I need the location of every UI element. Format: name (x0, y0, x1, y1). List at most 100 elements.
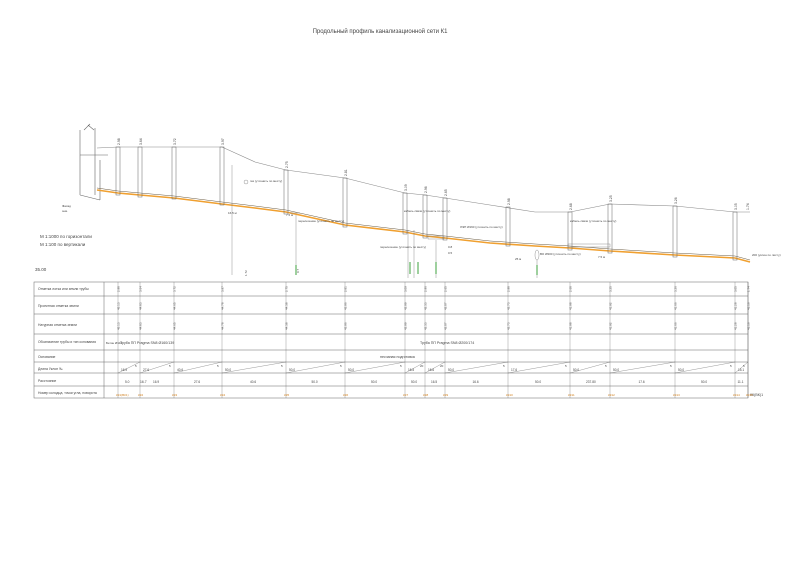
row-label-8: Номер колодца, точки угла, поворота (38, 391, 97, 395)
well-top-9: 2.65 (444, 189, 448, 196)
dist-4: 7.5 м (598, 255, 605, 259)
segment-slope: 5 (135, 364, 137, 368)
table-cell-elevation: 44.65 (173, 302, 177, 310)
table-cell-elevation: 3.72 (173, 286, 177, 292)
slope-diagonal (569, 361, 611, 374)
slope-diagonal (285, 361, 346, 374)
table-cell-elevation: 42.99 (404, 322, 408, 330)
base-left: Бетон Ø110 (106, 341, 122, 345)
segment-distance: 50.0 (411, 380, 417, 384)
base-text: песчаная подготовка (380, 355, 415, 359)
slope-diagonal (507, 361, 571, 374)
table-cell-elevation: 45.13 (117, 302, 121, 310)
segment-length: 16.5 (408, 368, 414, 372)
segment-length: 50.0 (573, 368, 579, 372)
table-cell-elevation: 2.75 (285, 286, 289, 292)
well-top-10: 2.98 (507, 198, 511, 205)
table-cell-elevation: 3.05 (734, 286, 738, 292)
intersect-label-1: пересечение (уточнить по месту) (298, 219, 344, 223)
table-cell-elevation: 44.65 (173, 322, 177, 330)
row-label-7: Расстояние (38, 379, 56, 383)
segment-length: 27.6 (143, 368, 149, 372)
pipe-label: ВО Ø300 (уточнить по месту) (540, 252, 581, 256)
crossings (231, 165, 611, 278)
segment-length: 50.0 (448, 368, 454, 372)
well-label: КК4 (220, 393, 225, 397)
scale-vertical: М 1:100 по вертикали (40, 242, 86, 247)
segment-distance: 16.9 (153, 380, 159, 384)
row-label-5: Основание (38, 355, 56, 359)
segment-length: 16.9 (121, 368, 127, 372)
segment-slope: 5 (743, 364, 745, 368)
dist-2: 7.5 м (286, 213, 293, 217)
table-cell-elevation: 41.98 (569, 302, 573, 310)
datum-level: 35.00 (35, 267, 47, 272)
well-top-1: 2.98 (117, 138, 121, 145)
well-label: КК13 (673, 393, 680, 397)
well-label: КК3 (172, 393, 177, 397)
segment-slope: 20 (420, 364, 424, 368)
row-label-2: Проектная отметка земли (38, 304, 79, 308)
drawing-title: Продольный профиль канализационной сети … (313, 28, 449, 35)
slope-diagonal (344, 361, 406, 374)
slope-diagonal (139, 361, 175, 374)
table-cell-elevation: 41.16 (747, 302, 751, 310)
row-label-1: Отметка лотка или земли трубы (38, 287, 89, 291)
well-label: КК9 (443, 393, 448, 397)
segment-slope: 5 (503, 364, 505, 368)
table-cell-elevation: 41.92 (609, 302, 613, 310)
lvl-2: 0.7 (296, 268, 300, 273)
lvl-3: 0.8 (448, 245, 453, 249)
table-cell-elevation: 44.38 (285, 302, 289, 310)
well-top-labels: 2.98 3.64 3.72 3.97 2.75 2.81 3.09 2.96 … (117, 138, 750, 210)
well-label: КК5 (284, 393, 289, 397)
ground-left-label-2: зем. (62, 209, 68, 213)
slope-diagonal (609, 361, 676, 374)
crossing-labels: газ (уточнить по месту) пересечение (уто… (228, 179, 781, 276)
table-cell-elevation: 44.38 (285, 322, 289, 330)
well-top-13: 3.26 (674, 197, 678, 204)
pipe-spec-b: Труба ПП Pragma SN8 Ø200/174 (420, 341, 474, 345)
table-cell-elevation: 3.97 (221, 286, 225, 292)
slope-diagonal (734, 361, 749, 374)
left-building (79, 123, 108, 201)
segment-slope: 5 (340, 364, 342, 368)
ground-line (96, 146, 750, 213)
segment-slope: 5 (400, 364, 402, 368)
scale-horizontal: М 1:1000 по горизонтали (40, 234, 92, 239)
table-cell-elevation: 43.96 (344, 322, 348, 330)
profile-table (33, 281, 749, 399)
segment-slope: 5 (281, 364, 283, 368)
segment-distance: 16.6 (473, 380, 479, 384)
segment-length: 40.6 (177, 368, 183, 372)
table-cell-elevation: 3.25 (609, 286, 613, 292)
well-top-4: 3.97 (221, 138, 225, 145)
segment-length: 50.0 (613, 368, 619, 372)
cable2-label: кабель связи (уточнить по месту) (570, 219, 616, 223)
table-cell-elevation: 42.73 (507, 302, 511, 310)
intersect-label-2: пересечение (уточнить по месту) (380, 245, 426, 249)
well-label: КК11 (568, 393, 575, 397)
segment-slope: 20 (440, 364, 444, 368)
wells (115, 146, 738, 261)
table-cell-elevation: 41.66 (674, 322, 678, 330)
segment-distance: 237.80 (586, 380, 596, 384)
table-cell-elevation: 44.78 (221, 322, 225, 330)
table-cell-elevation: 3.26 (674, 286, 678, 292)
table-cell-elevation: 42.99 (404, 302, 408, 310)
segment-slope: 5 (730, 364, 732, 368)
segment-distance: 50.0 (535, 380, 541, 384)
well-label: КК12 (608, 393, 615, 397)
segment-length: 15.1 (738, 368, 744, 372)
segment-distance: 17.6 (639, 380, 645, 384)
table-cell-elevation: 42.73 (507, 322, 511, 330)
table-cell-elevation: 41.16 (747, 322, 751, 330)
pipe-spec-a: Труба ПП Pragma SN8 Ø160/139 (120, 341, 174, 345)
segment-length: 16.6 (428, 368, 434, 372)
well-label: КК10 (506, 393, 513, 397)
well-top-12: 3.25 (609, 195, 613, 202)
row-label-6: Длина Уклон ‰ (38, 367, 63, 371)
table-cell-elevation: 45.13 (117, 322, 121, 330)
table-cell-elevation: 41.66 (674, 302, 678, 310)
lvl-4: 0.5 (448, 251, 453, 255)
